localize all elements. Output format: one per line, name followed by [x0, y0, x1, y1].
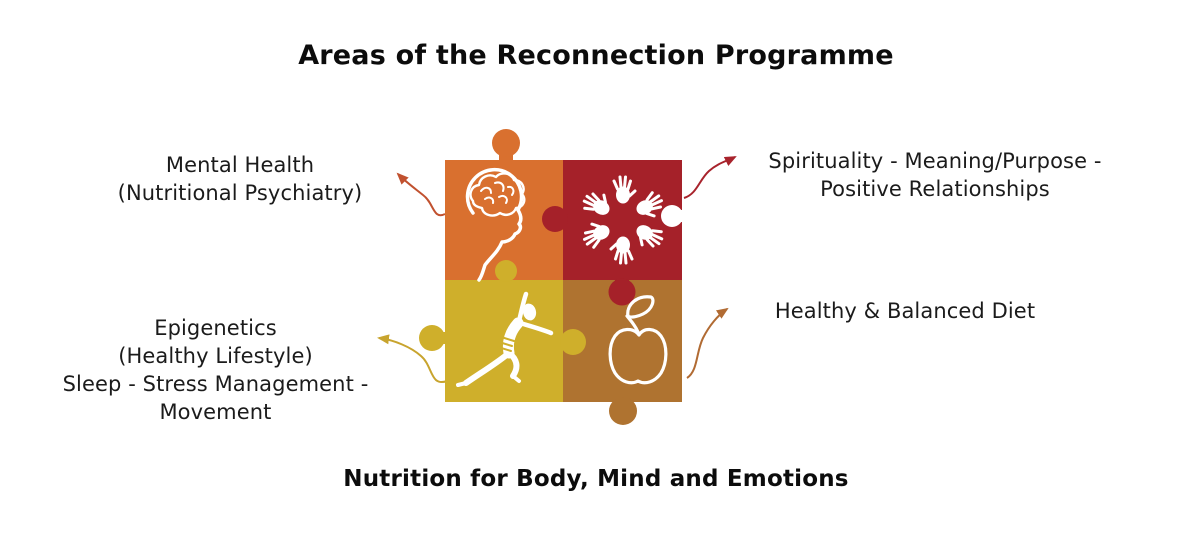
arrow-diet [686, 307, 729, 379]
label-line: Spirituality - Meaning/Purpose - [768, 149, 1102, 173]
brain-head-icon [465, 167, 526, 282]
caption: Nutrition for Body, Mind and Emotions [343, 466, 849, 492]
puzzle-knob-center-up [495, 260, 517, 282]
label-line: (Nutritional Psychiatry) [117, 181, 363, 205]
apple-icon [608, 295, 668, 385]
arrow-mental-health [396, 172, 446, 217]
puzzle-knob-outer-left [419, 325, 447, 351]
label-line: Movement [159, 400, 272, 424]
label-line: Healthy & Balanced Diet [774, 299, 1036, 323]
label-line: Positive Relationships [820, 177, 1050, 201]
puzzle-knob-center-left [542, 206, 568, 232]
label-epigenetics: Epigenetics (Healthy Lifestyle) Sleep - … [18, 314, 413, 426]
label-line: Epigenetics [154, 316, 277, 340]
label-diet: Healthy & Balanced Diet [750, 297, 1060, 325]
puzzle-knob-center-down [608, 273, 636, 306]
puzzle-knob-top [492, 129, 520, 163]
label-mental-health: Mental Health (Nutritional Psychiatry) [55, 151, 425, 207]
arrow-spirituality [683, 156, 737, 199]
label-line: Sleep - Stress Management - [62, 372, 369, 396]
arrow-epigenetics [377, 334, 448, 384]
label-line: (Healthy Lifestyle) [118, 344, 313, 368]
puzzle-socket-right [661, 205, 684, 227]
label-spirituality: Spirituality - Meaning/Purpose - Positiv… [750, 147, 1120, 203]
label-line: Mental Health [165, 153, 315, 177]
puzzle-graphic [419, 129, 684, 425]
puzzle-knob-bottom [609, 391, 637, 425]
puzzle-knob-center-right [557, 329, 586, 355]
running-figure-icon [456, 291, 554, 387]
page-title: Areas of the Reconnection Programme [298, 40, 894, 71]
